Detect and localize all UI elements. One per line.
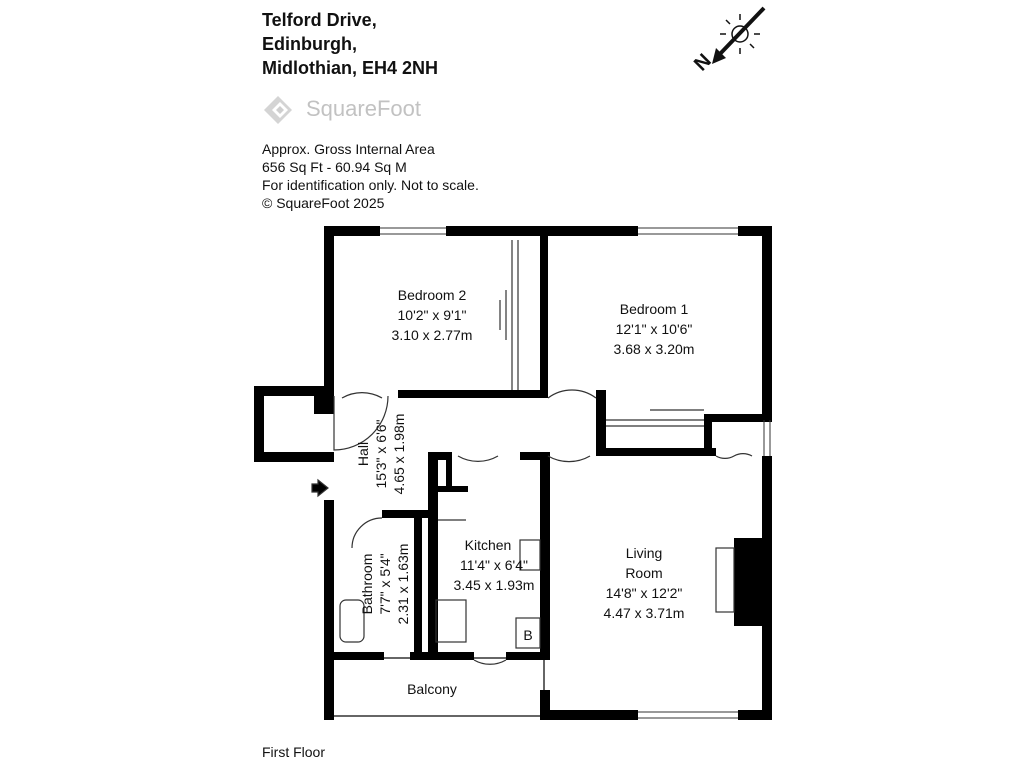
bedroom1-metric: 3.68 x 3.20m	[614, 341, 695, 357]
hob-icon	[519, 539, 541, 571]
kitchen-imperial: 11'4" x 6'4"	[460, 557, 528, 573]
living-name-line2: Room	[625, 565, 662, 581]
area-info: Approx. Gross Internal Area 656 Sq Ft - …	[262, 140, 479, 212]
floor-label: First Floor	[262, 744, 325, 760]
living-imperial: 14'8" x 12'2"	[606, 585, 683, 601]
address-line: Midlothian, EH4 2NH	[262, 58, 439, 78]
hall-metric: 4.65 x 1.98m	[391, 414, 407, 495]
bedroom1-imperial: 12'1" x 10'6"	[616, 321, 693, 337]
sink-icon	[435, 599, 467, 643]
squarefoot-logo-icon	[264, 96, 292, 124]
fixtures	[311, 478, 735, 649]
bedroom2-name: Bedroom 2	[398, 287, 467, 303]
bathroom-imperial: 7'7" x 5'4"	[377, 553, 393, 614]
windows	[380, 227, 771, 719]
kitchen-metric: 3.45 x 1.93m	[454, 577, 535, 593]
compass: N	[690, 6, 766, 76]
bedroom2-imperial: 10'2" x 9'1"	[398, 307, 467, 323]
bathroom-name: Bathroom	[359, 554, 375, 615]
copyright-line: © SquareFoot 2025	[262, 195, 385, 211]
hall-name: Hall	[355, 442, 371, 466]
compass-north-letter: N	[690, 50, 716, 76]
logo-text: SquareFoot	[306, 96, 421, 121]
address-line: Edinburgh,	[262, 34, 357, 54]
balcony-name: Balcony	[407, 681, 457, 697]
area-info-line: Approx. Gross Internal Area	[262, 141, 435, 157]
boiler-box	[515, 617, 541, 649]
property-address: Telford Drive, Edinburgh, Midlothian, EH…	[262, 8, 438, 80]
toilet-icon	[339, 599, 365, 643]
doors	[333, 240, 753, 665]
entrance-door	[333, 395, 389, 451]
compass-arrow-icon	[712, 48, 726, 64]
living-name-line1: Living	[626, 545, 663, 561]
kitchen-name: Kitchen	[465, 537, 512, 553]
living-metric: 4.47 x 3.71m	[604, 605, 685, 621]
area-info-line: 656 Sq Ft - 60.94 Sq M	[262, 159, 407, 175]
bathroom-metric: 2.31 x 1.63m	[395, 544, 411, 625]
area-info-line: For identification only. Not to scale.	[262, 177, 479, 193]
hall-imperial: 15'3" x 6'6"	[373, 419, 389, 488]
walls	[254, 226, 772, 720]
compass-needle	[716, 6, 766, 58]
address-line: Telford Drive,	[262, 10, 377, 30]
bedroom1-name: Bedroom 1	[620, 301, 689, 317]
bedroom2-metric: 3.10 x 2.77m	[392, 327, 473, 343]
entrance-arrow-icon	[311, 478, 329, 498]
squarefoot-logo: SquareFoot	[262, 94, 432, 124]
boiler-label: B	[523, 627, 532, 643]
hearth	[715, 547, 735, 613]
